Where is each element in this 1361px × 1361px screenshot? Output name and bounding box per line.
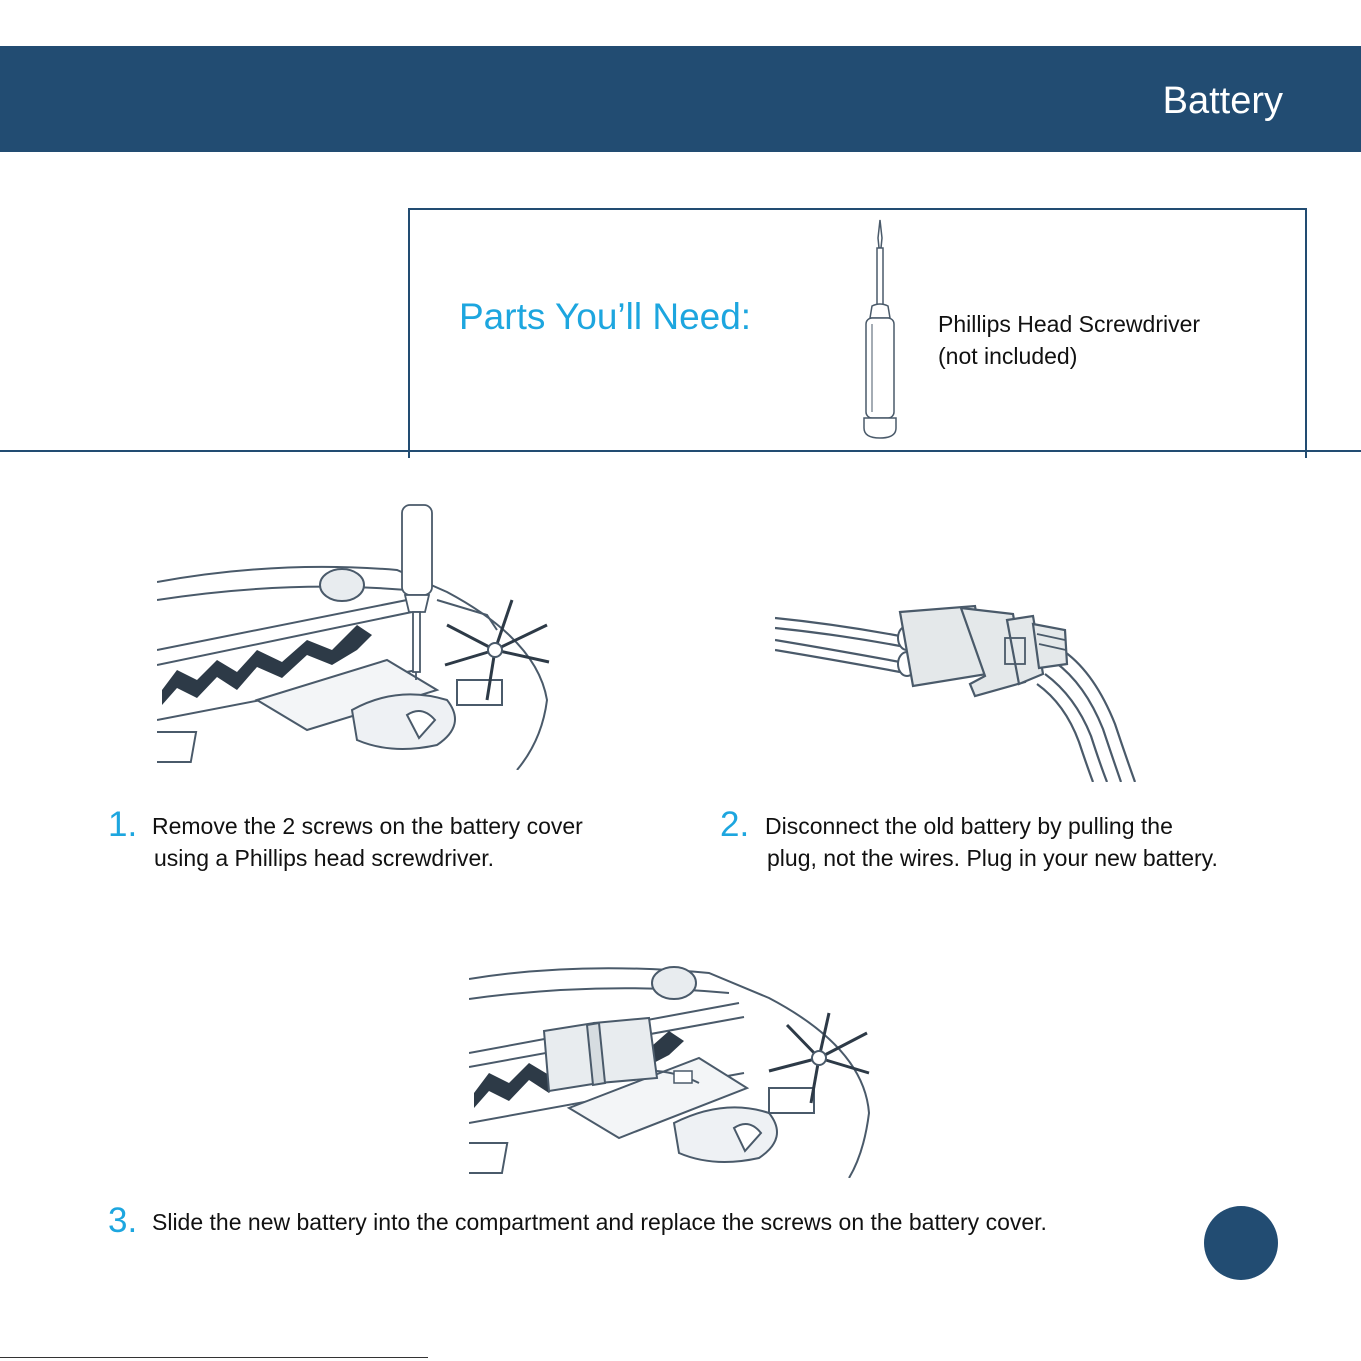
remove-screws-illustration — [157, 504, 550, 770]
page-title: Battery — [1162, 80, 1283, 122]
parts-heading: Parts You’ll Need: — [459, 296, 752, 337]
step-1-line2: using a Phillips head screwdriver. — [154, 845, 495, 871]
step-1-line1: Remove the 2 screws on the battery cover — [152, 813, 583, 839]
battery-connector-illustration — [775, 604, 1137, 782]
parts-item-line1: Phillips Head Screwdriver — [938, 311, 1201, 337]
insert-battery-illustration — [469, 966, 871, 1178]
header-bar — [0, 46, 1361, 152]
section-divider — [0, 450, 1361, 452]
step-3-text: Slide the new battery into the compartme… — [152, 1209, 1047, 1235]
step-1-number: 1. — [108, 805, 138, 844]
footer-rule — [0, 1357, 428, 1358]
step-2-line2: plug, not the wires. Plug in your new ba… — [767, 845, 1218, 871]
parts-box — [408, 208, 1307, 458]
step-2-number: 2. — [720, 805, 750, 844]
parts-item-line2: (not included) — [938, 343, 1078, 369]
step-3-number: 3. — [108, 1201, 138, 1240]
parts-item-label: Phillips Head Screwdriver (not included) — [938, 308, 1200, 372]
page-number-badge — [1204, 1206, 1278, 1280]
step-2-line1: Disconnect the old battery by pulling th… — [765, 813, 1173, 839]
screwdriver-icon — [863, 219, 897, 439]
